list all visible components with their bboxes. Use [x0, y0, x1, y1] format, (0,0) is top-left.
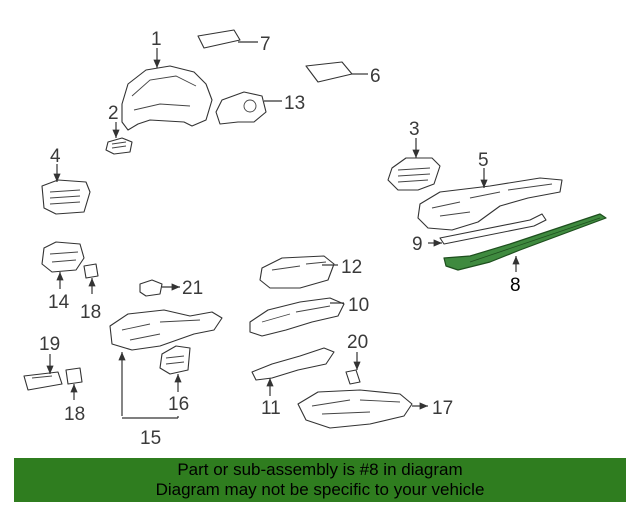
callout-14: 14 — [48, 292, 70, 313]
part-1-meter-hood[interactable] — [121, 65, 213, 131]
callout-15: 15 — [140, 428, 161, 449]
callout-10: 10 — [348, 295, 369, 316]
info-banner: Part or sub-assembly is #8 in diagram Di… — [14, 458, 626, 502]
part-11-trim-strip[interactable] — [251, 347, 335, 381]
callout-8: 8 — [510, 275, 521, 296]
part-20-clip[interactable] — [345, 369, 361, 385]
callout-17: 17 — [432, 398, 453, 419]
callout-18a: 18 — [80, 302, 101, 323]
part-12-glove-box[interactable] — [259, 255, 335, 289]
part-3-vent-assembly[interactable] — [387, 157, 441, 191]
callout-21: 21 — [182, 278, 203, 299]
part-8-highlighted-strip[interactable] — [443, 213, 607, 271]
callout-11: 11 — [261, 398, 281, 419]
part-6-cover[interactable] — [305, 61, 353, 83]
callout-16: 16 — [168, 394, 189, 415]
part-10-lower-panel[interactable] — [249, 297, 345, 337]
banner-line-2: Diagram may not be specific to your vehi… — [155, 480, 485, 499]
callout-12: 12 — [341, 257, 362, 278]
callout-20: 20 — [347, 332, 368, 353]
callout-4: 4 — [50, 146, 61, 167]
part-2-vent[interactable] — [105, 137, 133, 155]
part-15-panel-lower[interactable] — [109, 309, 223, 351]
callout-5: 5 — [478, 150, 489, 171]
callout-7: 7 — [260, 34, 271, 55]
part-9-rod[interactable] — [439, 213, 547, 245]
part-18-block-upper[interactable] — [83, 263, 99, 279]
part-17-lower-cover[interactable] — [297, 389, 413, 429]
part-5-register-assembly[interactable] — [417, 177, 563, 231]
callout-3: 3 — [409, 119, 420, 140]
callout-19: 19 — [39, 334, 60, 355]
callout-1: 1 — [151, 29, 162, 50]
callout-9: 9 — [412, 234, 423, 255]
part-16-bracket[interactable] — [159, 345, 191, 375]
callout-18b: 18 — [64, 404, 85, 425]
callout-13: 13 — [284, 93, 305, 114]
part-14-switch-panel[interactable] — [41, 241, 85, 273]
part-13-switch-base[interactable] — [215, 91, 267, 125]
part-18-block-lower[interactable] — [65, 367, 83, 385]
callout-2: 2 — [108, 103, 119, 124]
banner-line-1: Part or sub-assembly is #8 in diagram — [177, 460, 463, 479]
part-19-switch[interactable] — [23, 371, 63, 391]
part-7-panel[interactable] — [197, 29, 241, 49]
callout-6: 6 — [370, 66, 381, 87]
parts-diagram: 1 7 6 13 2 4 3 5 — [23, 29, 607, 449]
part-4-side-vent[interactable] — [41, 179, 91, 215]
part-21-clip[interactable] — [139, 279, 163, 297]
